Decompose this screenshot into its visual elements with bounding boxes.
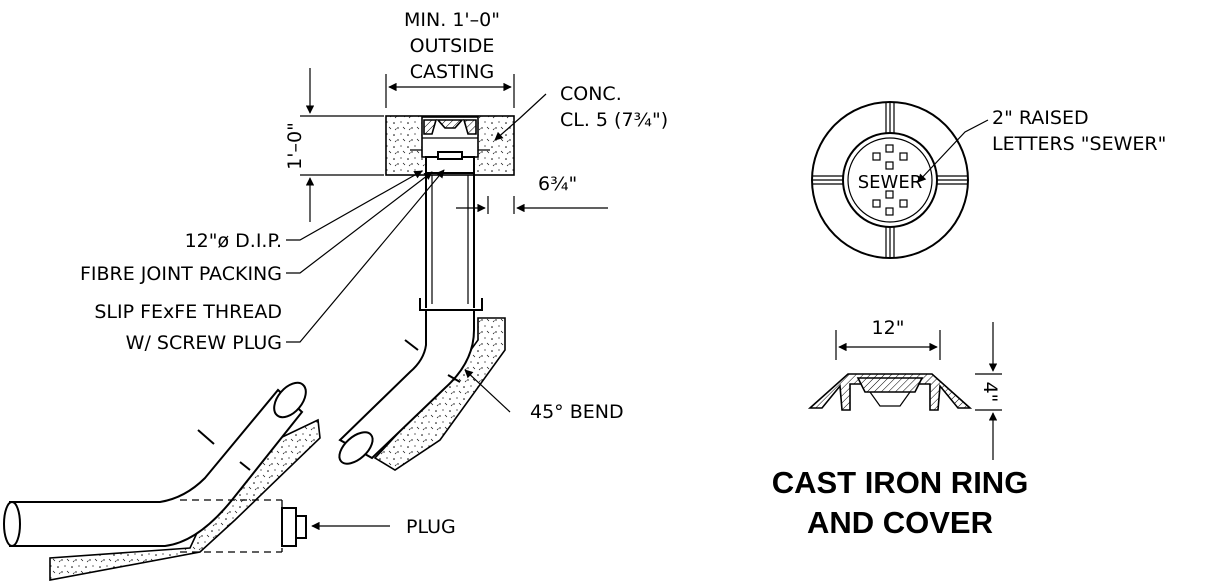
left-cleanout-section: MIN. 1'–0" OUTSIDE CASTING 1'–0" bbox=[3, 9, 668, 581]
thread-label-1: SLIP FExFE THREAD bbox=[94, 301, 282, 323]
thread-label-2: W/ SCREW PLUG bbox=[126, 332, 282, 354]
plug-label: PLUG bbox=[406, 516, 456, 538]
dip-label: 12"ø D.I.P. bbox=[185, 230, 282, 252]
packing-label: FIBRE JOINT PACKING bbox=[80, 263, 282, 285]
bend-label: 45° BEND bbox=[530, 401, 624, 423]
concrete-label-2: CL. 5 (7¾") bbox=[560, 109, 668, 131]
casting-width-label-2: OUTSIDE bbox=[410, 35, 495, 57]
concrete-label-1: CONC. bbox=[560, 83, 622, 105]
casting-width-label-3: CASTING bbox=[410, 61, 494, 83]
casting-width-label-1: MIN. 1'–0" bbox=[404, 9, 500, 31]
cover-plan-view: SEWER 2" RAISED LETTERS "SEWER" bbox=[811, 101, 1166, 259]
height-dimension: 1'–0" bbox=[284, 68, 384, 222]
ring-and-cover-detail: SEWER 2" RAISED LETTERS "SEWER" 12" 4" C… bbox=[772, 101, 1166, 540]
bend-assembly bbox=[338, 309, 506, 471]
main-sewer-pipe bbox=[3, 381, 321, 581]
detail-title-line-1: CAST IRON RING bbox=[772, 465, 1029, 500]
raised-letters-label-2: LETTERS "SEWER" bbox=[992, 133, 1166, 155]
cover-section-view: 12" 4" bbox=[807, 317, 1002, 460]
cover-text: SEWER bbox=[858, 172, 922, 193]
raised-letters-label-1: 2" RAISED bbox=[992, 107, 1089, 129]
section-width-label: 12" bbox=[872, 317, 905, 339]
offset-label: 6¾" bbox=[538, 173, 577, 195]
detail-title-line-2: AND COVER bbox=[807, 505, 993, 540]
casting-width-dimension: MIN. 1'–0" OUTSIDE CASTING bbox=[385, 9, 515, 108]
leaders bbox=[286, 93, 608, 531]
cover-bolt-squares bbox=[872, 144, 908, 216]
height-label: 1'–0" bbox=[284, 122, 306, 170]
riser-pipe bbox=[419, 151, 483, 311]
section-depth-label: 4" bbox=[979, 382, 1001, 403]
